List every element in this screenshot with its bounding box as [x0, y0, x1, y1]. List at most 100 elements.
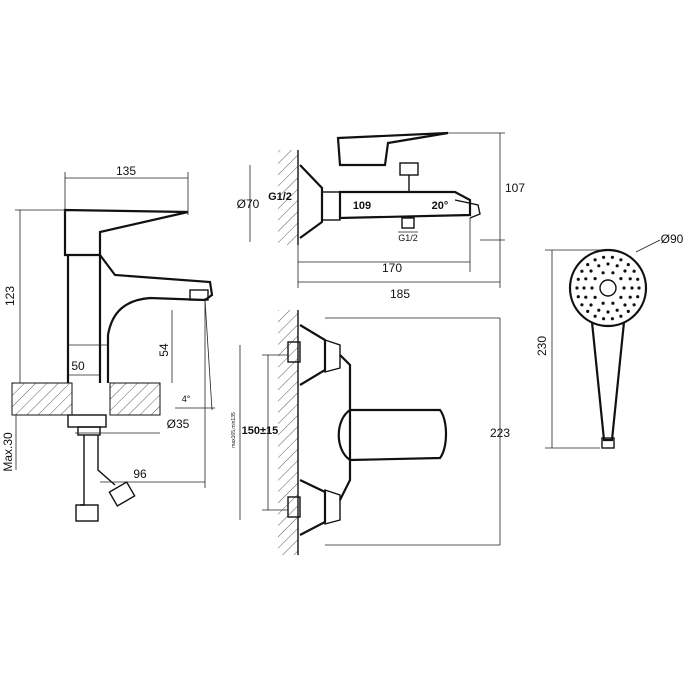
spray-hole — [615, 308, 619, 312]
wall-hatch-top — [278, 150, 298, 245]
shower-handle — [590, 321, 626, 442]
spray-hole — [589, 269, 593, 273]
spray-hole — [575, 286, 579, 290]
dim-outlet-thread: G1/2 — [398, 233, 418, 243]
hose-nut-left — [75, 504, 99, 522]
dim-width: 135 — [116, 164, 136, 178]
countertop-left — [11, 382, 73, 416]
shower-spray-holes — [575, 255, 641, 321]
spray-hole — [632, 269, 636, 273]
spray-hole — [586, 309, 590, 313]
spray-hole — [582, 286, 586, 290]
aerator — [189, 289, 209, 301]
dim-max: Max.30 — [1, 432, 15, 472]
supply-hoses — [80, 435, 116, 506]
spray-hole — [584, 295, 588, 299]
bath-lever-front — [337, 408, 448, 462]
spray-hole — [628, 277, 632, 281]
mixer-body — [66, 255, 102, 383]
spray-hole — [626, 263, 630, 267]
shower-connector — [601, 437, 615, 449]
spray-hole — [619, 258, 623, 262]
spray-hole — [611, 271, 615, 275]
dim-height-top: 107 — [505, 181, 525, 195]
spray-hole — [606, 262, 610, 266]
spray-hole — [576, 277, 580, 281]
countertop-right — [109, 382, 161, 416]
spray-hole — [619, 314, 623, 318]
dim-span-170: 170 — [382, 261, 402, 275]
dim-shower-dia: Ø90 — [661, 232, 684, 246]
hose-nut-right — [108, 481, 136, 507]
spray-hole — [619, 295, 623, 299]
dim-body-dia: 50 — [71, 359, 85, 373]
escutcheon-top — [299, 164, 324, 239]
spray-hole — [632, 303, 636, 307]
mounting-nut — [67, 414, 107, 428]
spray-hole — [602, 317, 606, 321]
spray-hole — [610, 317, 615, 321]
shower-center — [599, 279, 617, 297]
bath-spout-tip — [454, 199, 481, 219]
spray-hole — [597, 308, 601, 312]
dim-spout-height: 54 — [157, 343, 171, 357]
spray-hole — [580, 269, 584, 273]
spray-hole — [586, 263, 590, 267]
spray-hole — [628, 295, 632, 299]
mixer-lever — [63, 208, 189, 257]
escutcheon-upper — [299, 324, 327, 386]
dim-escutcheon: Ø70 — [237, 197, 260, 211]
spray-hole — [590, 286, 594, 290]
spray-hole — [589, 303, 593, 307]
spray-hole — [593, 277, 597, 281]
dim-hose: 96 — [133, 467, 147, 481]
bath-mixer-front-view: 150±15 max165,min135 223 — [231, 310, 510, 555]
spray-hole — [584, 277, 588, 281]
wall-hatch-front — [278, 310, 298, 555]
dim-height-front: 223 — [490, 426, 510, 440]
spray-hole — [619, 277, 623, 281]
spray-hole — [610, 255, 615, 259]
dim-shower-length: 230 — [535, 336, 549, 356]
dim-hole-dia: Ø35 — [167, 417, 190, 431]
mixer-spout — [99, 254, 214, 383]
shower-head — [568, 248, 648, 328]
escutcheon-lower — [299, 479, 327, 536]
spray-hole — [593, 295, 597, 299]
dim-span-185: 185 — [390, 287, 410, 301]
spray-hole — [637, 286, 641, 290]
dim-thread: G1/2 — [268, 191, 292, 203]
spray-hole — [623, 303, 627, 307]
spray-hole — [602, 255, 606, 259]
spray-hole — [630, 286, 634, 290]
spray-hole — [597, 264, 601, 268]
spray-hole — [580, 303, 584, 307]
spray-hole — [611, 301, 615, 305]
spray-hole — [576, 295, 580, 299]
dim-angle: 4° — [182, 394, 191, 404]
spray-hole — [615, 264, 619, 268]
spray-hole — [636, 295, 640, 299]
bath-mixer-top-view: Ø70 G1/2 109 20° G1/2 107 170 185 — [237, 131, 525, 301]
bath-body-front — [339, 354, 352, 501]
spray-hole — [606, 310, 610, 314]
bath-lever-top — [336, 131, 449, 167]
dim-angle-top: 20° — [432, 200, 449, 212]
spray-hole — [626, 309, 630, 313]
dim-spout: 109 — [353, 200, 371, 212]
spray-hole — [601, 271, 605, 275]
spray-hole — [623, 269, 627, 273]
bath-mixer-body-top — [338, 190, 472, 220]
dim-centers: 150±15 — [242, 425, 279, 437]
spray-hole — [601, 301, 605, 305]
spray-hole — [622, 286, 626, 290]
spray-hole — [593, 314, 597, 318]
spray-hole — [593, 258, 597, 262]
hand-shower-view: Ø90 230 — [535, 232, 684, 449]
diverter-knob — [399, 162, 419, 176]
dim-centers-range: max165,min135 — [231, 412, 237, 448]
basin-mixer-view: 135 123 54 50 4° Ø35 96 Max.30 — [1, 164, 215, 522]
dim-height: 123 — [3, 286, 17, 306]
